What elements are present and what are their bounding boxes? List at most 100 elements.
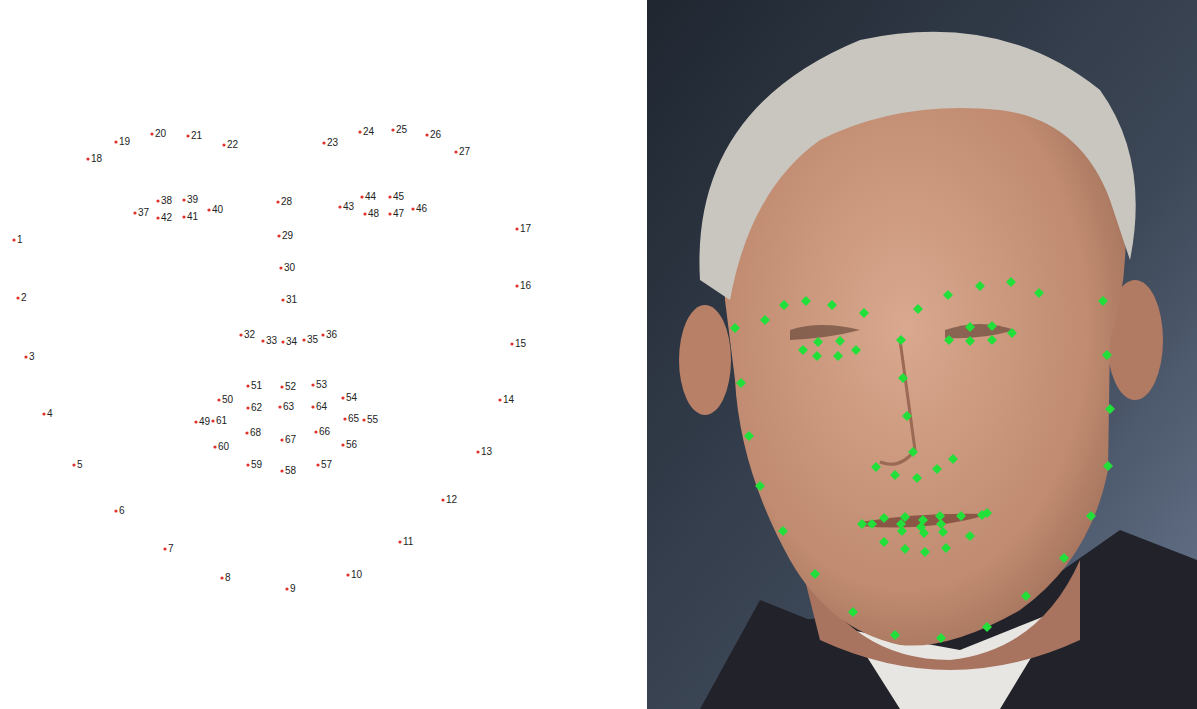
landmark-number: 33: [266, 335, 277, 347]
landmark-dot: [322, 141, 325, 144]
landmark-marker: [898, 373, 908, 383]
landmark-dot: [12, 238, 15, 241]
landmark-dot: [217, 398, 220, 401]
landmark-marker: [848, 607, 858, 617]
eye: [790, 325, 860, 340]
landmark-marker: [965, 531, 975, 541]
landmark-number: 17: [520, 223, 531, 235]
landmark-dot: [285, 587, 288, 590]
landmark-marker: [813, 337, 823, 347]
landmark-number: 3: [29, 351, 35, 363]
landmark-number: 21: [191, 130, 202, 142]
landmark-dot: [441, 498, 444, 501]
landmark-dot: [156, 199, 159, 202]
landmark-dot: [454, 150, 457, 153]
landmark-marker: [779, 300, 789, 310]
landmark-marker: [920, 547, 930, 557]
landmark-number: 22: [227, 139, 238, 151]
landmark-marker: [1059, 553, 1069, 563]
landmark-number: 16: [520, 280, 531, 292]
landmark-number: 9: [290, 583, 296, 595]
landmark-dot: [498, 398, 501, 401]
landmark-marker: [851, 345, 861, 355]
landmark-number: 50: [222, 394, 233, 406]
landmark-marker: [879, 513, 889, 523]
landmark-dot: [363, 212, 366, 215]
landmark-dot: [246, 384, 249, 387]
landmark-dot: [277, 234, 280, 237]
landmark-dot: [425, 133, 428, 136]
landmark-number: 66: [319, 426, 330, 438]
landmark-marker: [1006, 277, 1016, 287]
landmark-dot: [114, 140, 117, 143]
landmark-dot: [194, 420, 197, 423]
landmark-marker: [941, 543, 951, 553]
landmark-number: 55: [367, 414, 378, 426]
landmark-number: 38: [161, 195, 172, 207]
landmark-marker: [801, 296, 811, 306]
landmark-marker: [1102, 350, 1112, 360]
landmark-marker: [977, 510, 987, 520]
landmark-marker: [857, 519, 867, 529]
landmark-marker: [879, 537, 889, 547]
landmark-dot: [346, 573, 349, 576]
landmark-number: 51: [251, 380, 262, 392]
landmark-number: 39: [187, 194, 198, 206]
landmark-number: 46: [416, 203, 427, 215]
landmark-number: 26: [430, 129, 441, 141]
landmark-number: 6: [119, 505, 125, 517]
landmark-marker: [835, 336, 845, 346]
landmark-marker: [965, 336, 975, 346]
landmark-number: 61: [216, 415, 227, 427]
landmark-number: 48: [368, 208, 379, 220]
detected-landmarks: [730, 277, 1115, 643]
landmark-dot: [207, 208, 210, 211]
landmark-marker: [944, 335, 954, 345]
landmark-number: 58: [285, 465, 296, 477]
landmark-marker: [936, 633, 946, 643]
landmark-marker: [890, 470, 900, 480]
landmark-marker: [1021, 591, 1031, 601]
landmark-marker: [908, 447, 918, 457]
landmark-dot: [281, 298, 284, 301]
landmark-number: 53: [316, 379, 327, 391]
landmark-dot: [338, 205, 341, 208]
landmark-marker: [943, 290, 953, 300]
landmark-dot: [280, 469, 283, 472]
mouth: [860, 514, 990, 528]
landmark-dot: [515, 284, 518, 287]
landmark-number: 14: [503, 394, 514, 406]
landmark-dot: [281, 340, 284, 343]
landmark-number: 24: [363, 126, 374, 138]
landmark-marker: [982, 622, 992, 632]
landmark-dot: [279, 266, 282, 269]
landmark-dot: [163, 547, 166, 550]
landmark-number: 52: [285, 381, 296, 393]
landmark-number: 42: [161, 212, 172, 224]
landmark-number: 34: [286, 336, 297, 348]
landmark-dot: [391, 128, 394, 131]
landmark-dot: [239, 333, 242, 336]
landmark-number: 56: [346, 439, 357, 451]
landmark-marker: [913, 304, 923, 314]
landmark-number: 59: [251, 459, 262, 471]
landmark-dot: [476, 450, 479, 453]
landmark-marker: [1034, 288, 1044, 298]
nose: [880, 340, 915, 464]
landmark-marker: [1103, 461, 1113, 471]
landmark-number: 1: [17, 234, 23, 246]
landmark-dot: [388, 195, 391, 198]
landmark-number: 40: [212, 204, 223, 216]
landmark-marker: [965, 322, 975, 332]
landmark-number: 18: [91, 153, 102, 165]
landmark-marker: [935, 511, 945, 521]
landmark-marker: [760, 315, 770, 325]
landmark-marker: [987, 321, 997, 331]
landmark-dot: [302, 338, 305, 341]
landmark-dot: [316, 463, 319, 466]
landmark-number: 57: [321, 459, 332, 471]
landmark-marker: [932, 464, 942, 474]
landmark-dot: [245, 431, 248, 434]
landmark-marker: [948, 454, 958, 464]
